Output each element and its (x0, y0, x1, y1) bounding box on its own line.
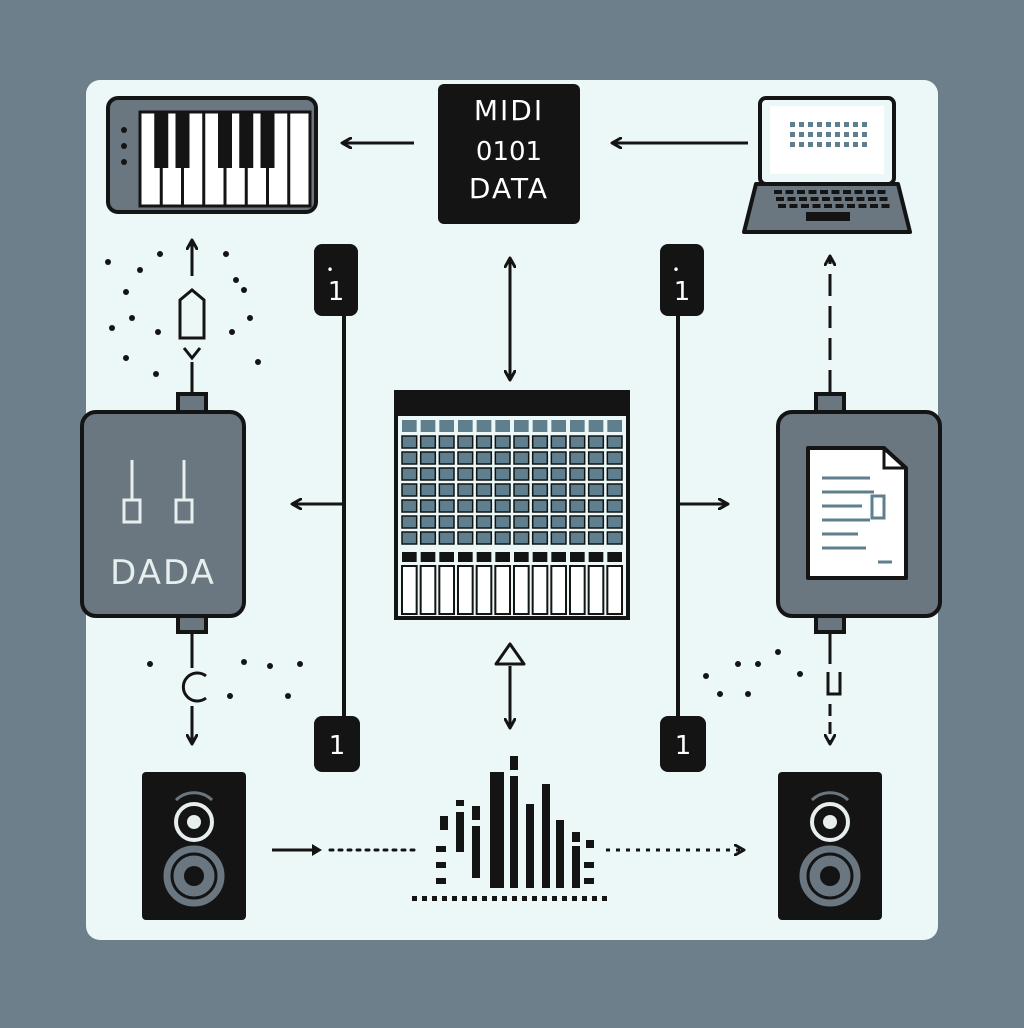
arrow-speaker-to-equalizer (272, 844, 418, 856)
interface-left: DADA (80, 392, 246, 634)
grid-sequencer-icon (394, 390, 630, 620)
midi-bits: 0101 (476, 137, 542, 167)
channel-bar-left (292, 260, 346, 764)
laptop-icon (742, 96, 912, 234)
document-icon (806, 446, 908, 580)
channel-badge-4: 1 (660, 716, 706, 772)
speaker-icon (778, 772, 882, 920)
piano-keyboard-icon (106, 96, 318, 214)
midi-subtitle: DATA (469, 172, 549, 205)
channel-badge-1: • 1 (314, 244, 358, 316)
channel-badge-3: 1 (314, 716, 360, 772)
midi-data-box: MIDI 0101 DATA (438, 84, 580, 224)
fader-icon (122, 460, 194, 524)
interface-right (776, 392, 942, 634)
interface-left-label: DADA (110, 553, 216, 593)
midi-title: MIDI (474, 94, 544, 127)
channel-badge-label: 1 (674, 277, 691, 307)
channel-badge-label: 1 (328, 277, 345, 307)
svg-text:•: • (672, 263, 679, 277)
channel-badge-label: 1 (675, 731, 692, 761)
channel-badge-2: • 1 (660, 244, 704, 316)
channel-badge-label: 1 (329, 731, 346, 761)
svg-text:•: • (326, 263, 333, 277)
equalizer-icon (412, 756, 607, 901)
speaker-icon (142, 772, 246, 920)
channel-bar-right (676, 260, 728, 764)
